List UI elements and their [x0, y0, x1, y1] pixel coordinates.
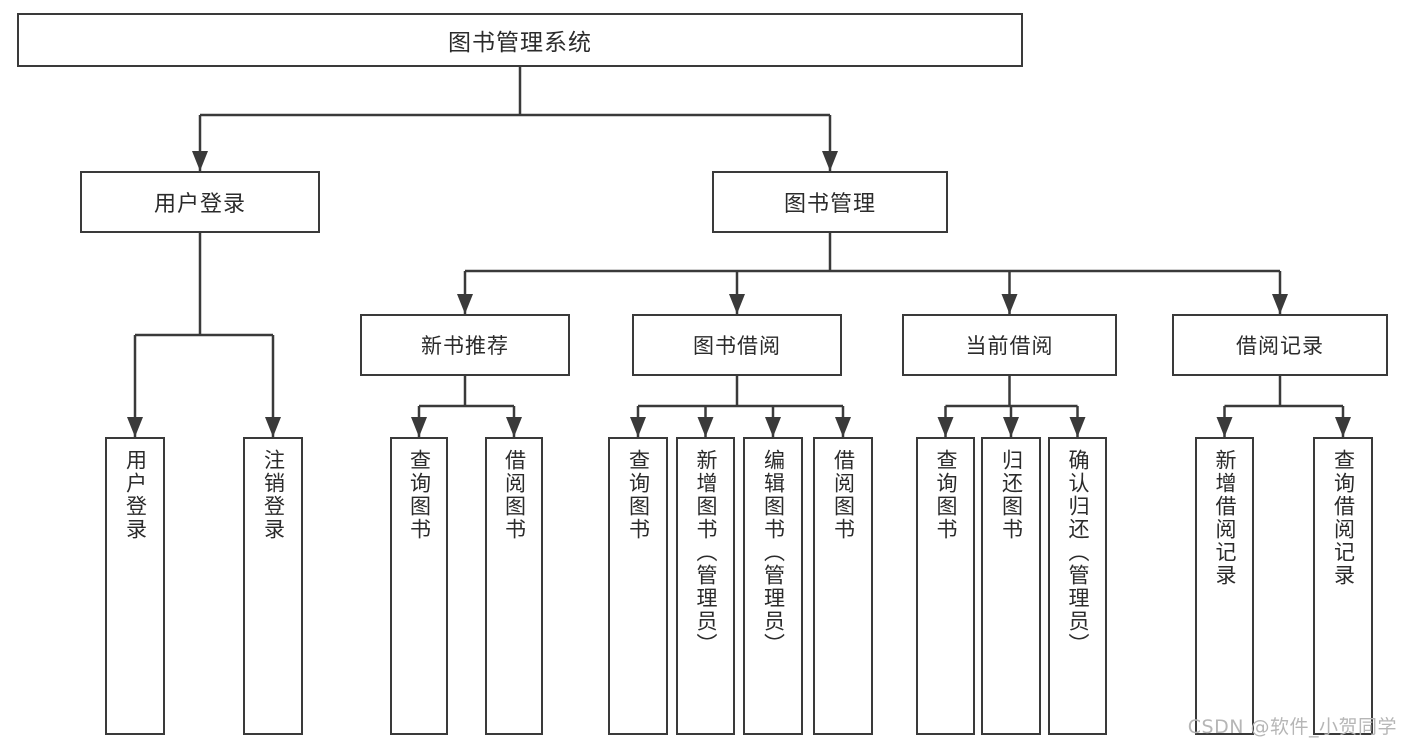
node-label: 查询图书	[407, 449, 432, 541]
arrowhead-book-manage	[822, 151, 838, 171]
node-leaf-borrow-book-2[interactable]: 借阅图书	[813, 437, 873, 735]
node-label: 图书管理	[783, 192, 876, 217]
node-borrow-record[interactable]: 借阅记录	[1172, 314, 1388, 376]
arrowhead-book-borrow	[729, 294, 745, 314]
node-leaf-query-book-2[interactable]: 查询图书	[608, 437, 668, 735]
node-label: 用户登录	[153, 192, 246, 217]
node-book-manage[interactable]: 图书管理	[712, 171, 948, 233]
node-leaf-user-login[interactable]: 用户登录	[105, 437, 165, 735]
node-current-borrow[interactable]: 当前借阅	[902, 314, 1117, 376]
node-label: 图书管理系统	[448, 30, 592, 56]
node-label: 图书借阅	[693, 334, 781, 358]
arrowhead-current-borrow	[1001, 294, 1018, 314]
node-label: 归还图书	[999, 449, 1024, 541]
arrowhead-leaf-add-record	[1216, 417, 1233, 437]
arrowhead-leaf-query-book-3	[937, 417, 954, 437]
node-label: 借阅图书	[831, 449, 856, 541]
arrowhead-new-book-rec	[457, 294, 473, 314]
node-leaf-return-book[interactable]: 归还图书	[981, 437, 1041, 735]
node-leaf-add-book[interactable]: 新增图书（管理员）	[676, 437, 735, 735]
node-label: 注销登录	[261, 449, 286, 541]
node-label: 确认归还（管理员）	[1066, 449, 1090, 656]
arrowhead-leaf-add-book	[697, 417, 714, 437]
node-leaf-user-logout[interactable]: 注销登录	[243, 437, 303, 735]
node-label: 新书推荐	[421, 334, 509, 358]
node-leaf-query-book-3[interactable]: 查询图书	[916, 437, 975, 735]
node-label: 查询图书	[934, 449, 958, 541]
arrowhead-user-login	[192, 151, 208, 171]
node-new-book-rec[interactable]: 新书推荐	[360, 314, 570, 376]
node-label: 编辑图书（管理员）	[761, 449, 786, 656]
arrowhead-leaf-edit-book	[765, 417, 781, 437]
node-label: 新增图书（管理员）	[694, 449, 718, 656]
arrowhead-leaf-user-login	[127, 417, 143, 437]
node-leaf-confirm-return[interactable]: 确认归还（管理员）	[1048, 437, 1107, 735]
arrowhead-leaf-borrow-book-2	[835, 417, 851, 437]
node-leaf-query-book-1[interactable]: 查询图书	[390, 437, 448, 735]
arrowhead-borrow-record	[1272, 294, 1288, 314]
node-label: 查询借阅记录	[1331, 449, 1356, 587]
node-label: 用户登录	[123, 449, 148, 541]
arrowhead-leaf-query-book-1	[411, 417, 427, 437]
node-label: 借阅记录	[1236, 334, 1324, 358]
arrowhead-leaf-return-book	[1003, 417, 1019, 437]
node-user-login[interactable]: 用户登录	[80, 171, 320, 233]
arrowhead-leaf-confirm-return	[1069, 417, 1086, 437]
node-label: 查询图书	[626, 449, 651, 541]
node-leaf-borrow-book-1[interactable]: 借阅图书	[485, 437, 543, 735]
arrowhead-leaf-query-book-2	[630, 417, 646, 437]
arrowhead-leaf-borrow-book-1	[506, 417, 522, 437]
node-book-borrow[interactable]: 图书借阅	[632, 314, 842, 376]
arrowhead-leaf-user-logout	[265, 417, 281, 437]
node-label: 新增借阅记录	[1213, 449, 1237, 587]
node-root[interactable]: 图书管理系统	[17, 13, 1023, 67]
arrowhead-leaf-query-record	[1335, 417, 1351, 437]
node-leaf-add-record[interactable]: 新增借阅记录	[1195, 437, 1254, 735]
node-leaf-edit-book[interactable]: 编辑图书（管理员）	[743, 437, 803, 735]
node-label: 当前借阅	[965, 334, 1054, 358]
node-leaf-query-record[interactable]: 查询借阅记录	[1313, 437, 1373, 735]
node-label: 借阅图书	[502, 449, 527, 541]
